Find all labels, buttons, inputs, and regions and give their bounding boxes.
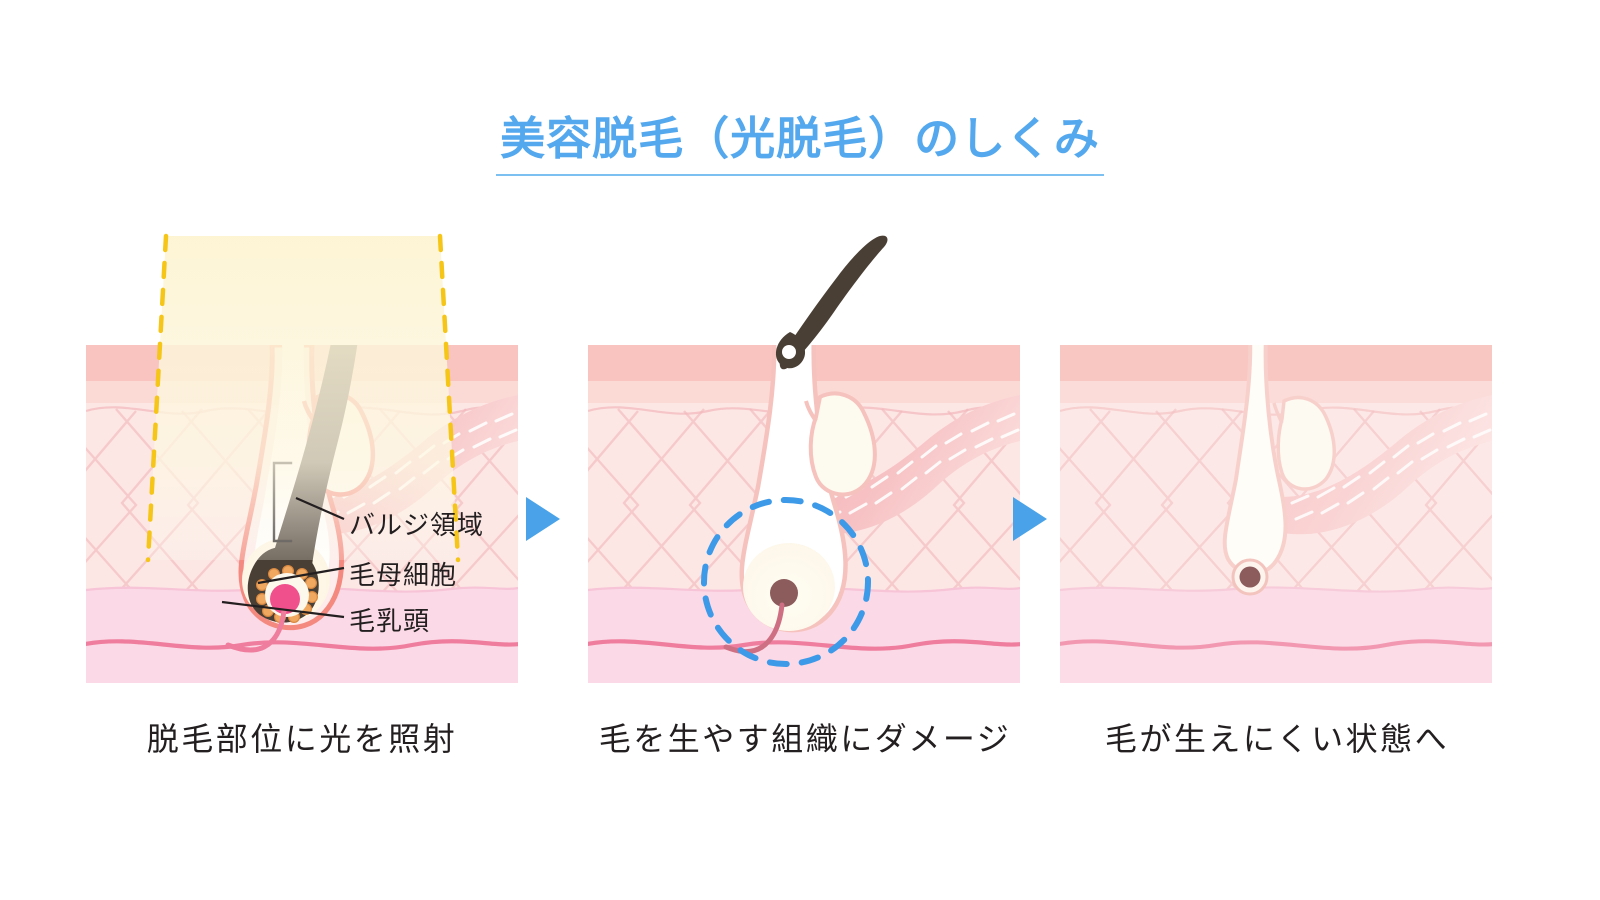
page-title: 美容脱毛（光脱毛）のしくみ: [0, 113, 1600, 176]
caption-panel-2: 毛を生やす組織にダメージ: [598, 721, 1012, 757]
page-title-text: 美容脱毛（光脱毛）のしくみ: [496, 113, 1104, 176]
callout-label-matrix: 毛母細胞: [349, 560, 458, 590]
arrow-step-1-to-2: [526, 497, 560, 541]
arrow-step-2-to-3: [1013, 497, 1047, 541]
caption-panel-1: 脱毛部位に光を照射: [146, 721, 458, 757]
panel-dormant-follicle: [1060, 345, 1492, 683]
caption-panel-3: 毛が生えにくい状態へ: [1104, 721, 1450, 757]
triangle-right-icon: [1013, 497, 1047, 541]
damage-highlight-circle: [701, 497, 871, 667]
panel-tissue-damage: [588, 345, 1020, 683]
triangle-right-icon: [526, 497, 560, 541]
callout-label-papilla: 毛乳頭: [349, 606, 431, 636]
callout-label-bulge: バルジ領域: [349, 510, 485, 540]
